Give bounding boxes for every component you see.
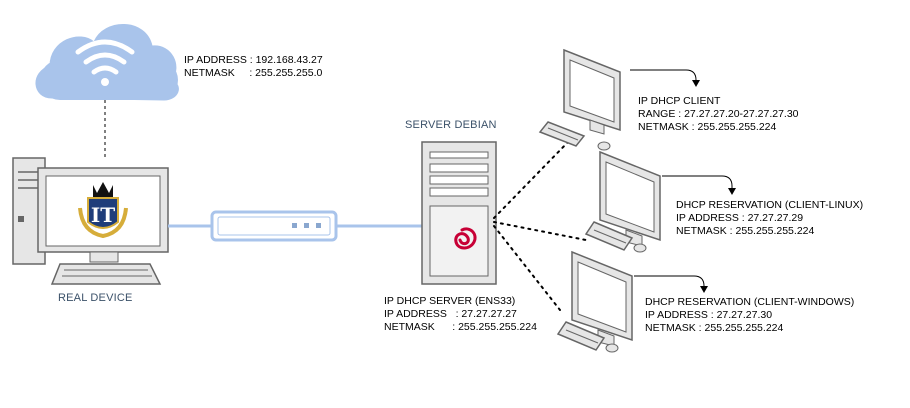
client-windows-arrow	[634, 275, 708, 293]
server-line1: IP DHCP SERVER (ENS33)	[384, 295, 516, 307]
server-line2: IP ADDRESS : 27.27.27.27	[384, 308, 517, 320]
network-switch-icon	[210, 210, 338, 242]
server-client-linux-link	[493, 221, 587, 241]
client-linux-line1: DHCP RESERVATION (CLIENT-LINUX)	[676, 199, 864, 211]
client-dhcp-workstation-icon	[538, 48, 621, 151]
client-linux-workstation-icon	[584, 150, 661, 253]
client-windows-line1: DHCP RESERVATION (CLIENT-WINDOWS)	[645, 296, 855, 308]
client-dhcp-arrow	[630, 69, 700, 87]
server-client-dhcp-link	[493, 139, 571, 219]
client-windows-line2: IP ADDRESS : 27.27.27.30	[645, 309, 773, 321]
it-logo: IT	[78, 182, 128, 239]
server-caption: SERVER DEBIAN	[405, 119, 497, 131]
client-dhcp-line2: RANGE : 27.27.27.20-27.27.27.30	[638, 108, 799, 120]
client-dhcp-line3: NETMASK : 255.255.255.224	[638, 121, 777, 133]
client-dhcp-line1: IP DHCP CLIENT	[638, 95, 721, 107]
client-windows-workstation-icon	[556, 250, 633, 353]
internet-netmask-label: NETMASK : 255.255.255.0	[184, 67, 323, 79]
internet-ip-label: IP ADDRESS : 192.168.43.27	[184, 54, 323, 66]
cloud-wifi-icon	[35, 24, 179, 101]
client-windows-line3: NETMASK : 255.255.255.224	[645, 322, 784, 334]
client-linux-arrow	[662, 175, 736, 195]
server-line3: NETMASK : 255.255.255.224	[384, 321, 537, 333]
client-linux-line3: NETMASK : 255.255.255.224	[676, 225, 815, 237]
logo-text: IT	[91, 203, 115, 227]
client-linux-line2: IP ADDRESS : 27.27.27.29	[676, 212, 804, 224]
real-device-caption: REAL DEVICE	[58, 292, 133, 304]
debian-server-icon	[421, 141, 497, 285]
debian-swirl-icon	[454, 227, 477, 250]
